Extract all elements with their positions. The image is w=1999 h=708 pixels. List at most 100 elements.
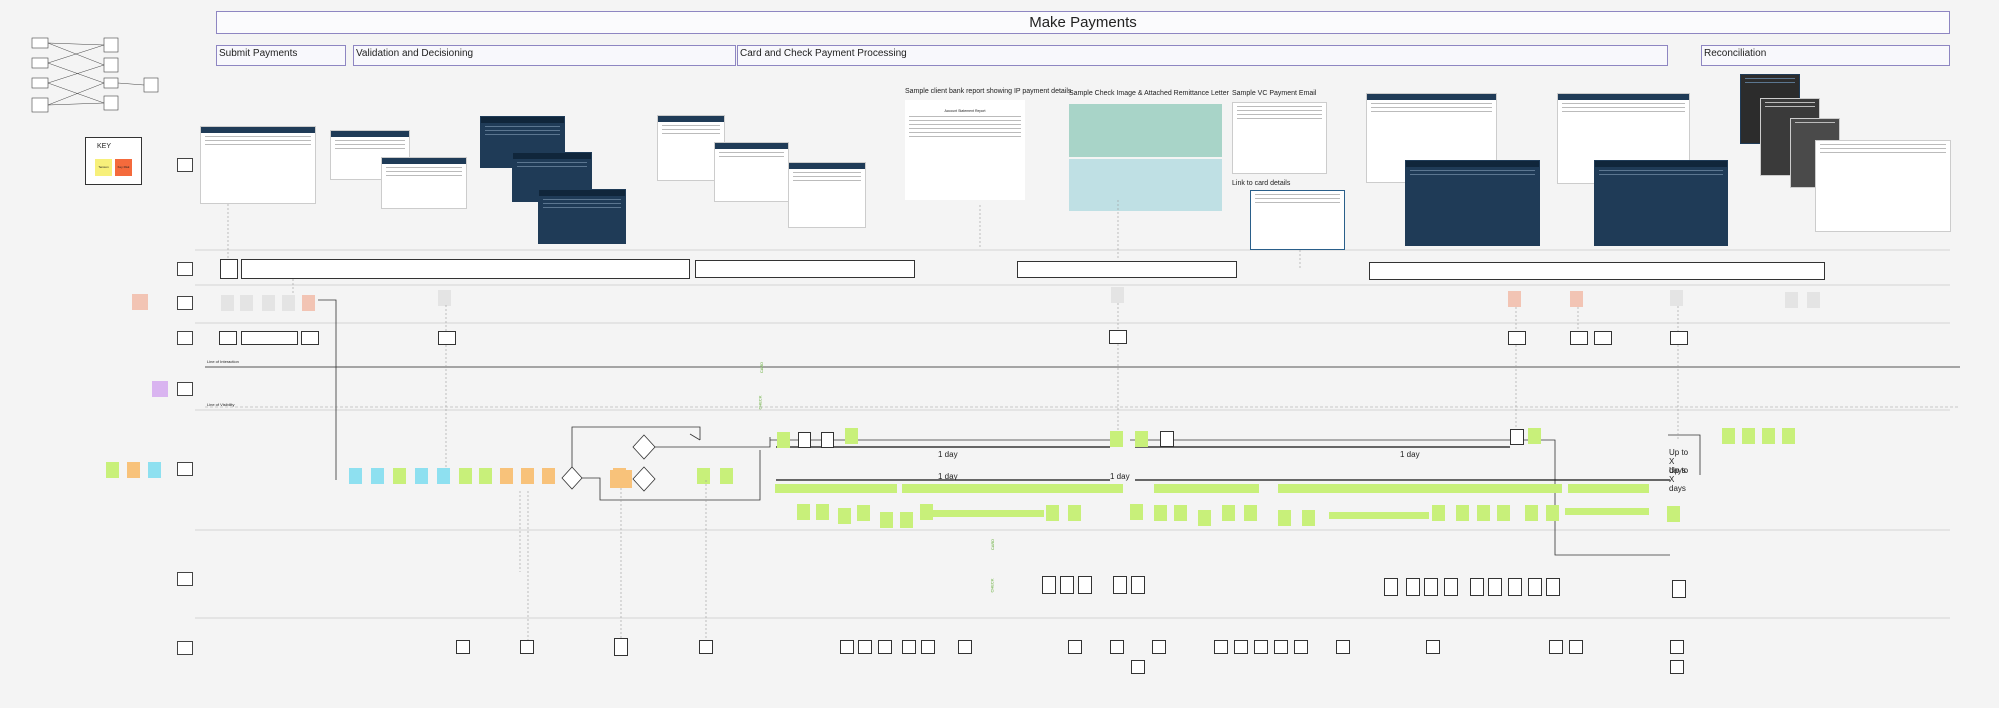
bank-report-caption: Sample client bank report showing IP pay…	[905, 88, 1072, 95]
tech-step-blue-4	[437, 468, 450, 484]
touchpoint-box-5	[1369, 262, 1825, 280]
lane-label-internal	[177, 572, 193, 586]
vertical-label-check-2: CHECK	[989, 578, 995, 593]
touchpoint-box-3	[695, 260, 915, 278]
customer-action-7	[1670, 290, 1683, 306]
customer-action-risk-2	[1508, 291, 1521, 307]
support-box-1	[456, 640, 470, 654]
customer-action-8	[1785, 292, 1798, 308]
legend-key-risk: Key Risk	[115, 159, 132, 176]
vertical-label-card-2: CARD	[990, 538, 996, 551]
check-process-bar-4	[1278, 484, 1562, 493]
card-step-8	[1510, 429, 1524, 445]
sticky-lane-customer	[132, 294, 148, 310]
touchpoint-box-1	[220, 259, 238, 279]
check-step-1	[797, 504, 810, 520]
sticky-lane-tech-orange	[127, 462, 140, 478]
check-process-bar-5	[1568, 484, 1649, 493]
phase-reconciliation: Reconciliation	[1701, 45, 1950, 66]
customer-action-6	[1111, 287, 1124, 303]
phase-submit-payments: Submit Payments	[216, 45, 346, 66]
internal-box-15	[1672, 580, 1686, 598]
check-image-back	[1069, 159, 1222, 211]
recon-step-1	[1722, 428, 1735, 444]
check-step-23	[1546, 505, 1559, 521]
support-box-23	[1569, 640, 1583, 654]
screenshot-processing-3	[788, 162, 866, 228]
support-box-4	[699, 640, 713, 654]
check-step-10	[1130, 504, 1143, 520]
tech-step-green-5	[720, 468, 733, 484]
line-of-interaction-label: Line of Interaction	[207, 359, 239, 364]
support-box-21	[1426, 640, 1440, 654]
channel-box-5	[1109, 330, 1127, 344]
screenshot-processing-2	[714, 142, 789, 202]
support-box-19	[1294, 640, 1308, 654]
recon-step-2	[1742, 428, 1755, 444]
check-step-19	[1456, 505, 1469, 521]
support-box-18	[1274, 640, 1288, 654]
recon-step-4	[1782, 428, 1795, 444]
card-step-5	[1110, 431, 1123, 447]
tech-step-green-1	[393, 468, 406, 484]
check-step-7	[920, 504, 933, 520]
bank-report-image: Account Statement Report	[905, 100, 1025, 200]
card-step-9	[1528, 428, 1541, 444]
tech-step-orange-3	[542, 468, 555, 484]
tech-step-orange-2	[521, 468, 534, 484]
mini-flow-lines	[31, 37, 159, 113]
check-image-front	[1069, 104, 1222, 157]
tech-step-orange-1	[500, 468, 513, 484]
vertical-label-check-1: CHECK	[757, 395, 763, 410]
channel-box-9	[1670, 331, 1688, 345]
check-image-caption: Sample Check Image & Attached Remittance…	[1069, 90, 1229, 97]
internal-box-4	[1113, 576, 1127, 594]
screenshot-recon-4	[1815, 140, 1951, 232]
check-step-18	[1432, 505, 1445, 521]
tech-step-blue-2	[371, 468, 384, 484]
internal-box-11	[1488, 578, 1502, 596]
screenshot-processing-1	[657, 115, 725, 181]
channel-box-6	[1508, 331, 1526, 345]
customer-action-1	[221, 295, 234, 311]
channel-box-1	[219, 331, 237, 345]
check-step-2	[816, 504, 829, 520]
duration-recon-2: Up to X days	[1669, 466, 1689, 493]
support-box-16	[1234, 640, 1248, 654]
vc-email-image	[1232, 102, 1327, 174]
internal-box-1	[1042, 576, 1056, 594]
check-process-bar-2	[902, 484, 1123, 493]
support-box-6	[858, 640, 872, 654]
internal-box-13	[1528, 578, 1542, 596]
mini-flow-legend	[30, 36, 170, 121]
customer-action-3	[262, 295, 275, 311]
support-box-10	[958, 640, 972, 654]
support-box-12	[1110, 640, 1124, 654]
tech-step-blue-1	[349, 468, 362, 484]
check-step-12	[1174, 505, 1187, 521]
sticky-lane-tech-blue	[148, 462, 161, 478]
check-step-16	[1278, 510, 1291, 526]
check-step-4	[857, 505, 870, 521]
check-step-9	[1068, 505, 1081, 521]
check-step-6	[900, 512, 913, 528]
sticky-lane-tech-green	[106, 462, 119, 478]
card-link-caption: Link to card details	[1232, 180, 1291, 187]
support-box-17	[1254, 640, 1268, 654]
touchpoint-box-2	[241, 259, 690, 279]
internal-box-5	[1131, 576, 1145, 594]
channel-box-3	[301, 331, 319, 345]
legend-key-title: KEY	[97, 143, 112, 150]
phase-processing: Card and Check Payment Processing	[737, 45, 1668, 66]
duration-card-1: 1 day	[938, 450, 958, 459]
internal-box-7	[1406, 578, 1420, 596]
duration-card-2: 1 day	[1400, 450, 1420, 459]
check-step-14	[1222, 505, 1235, 521]
card-step-7	[1160, 431, 1174, 447]
check-process-bar-3	[1154, 484, 1259, 493]
screenshot-validation-2	[381, 157, 467, 209]
internal-box-10	[1470, 578, 1484, 596]
check-step-20	[1477, 505, 1490, 521]
card-step-3	[821, 432, 834, 448]
